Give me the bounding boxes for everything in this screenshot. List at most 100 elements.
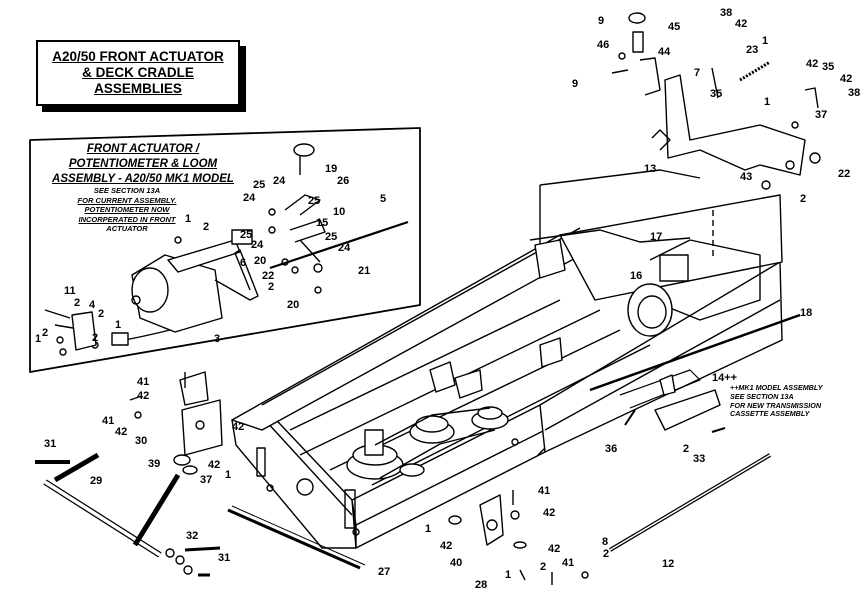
part-label: 24: [273, 175, 286, 187]
part-label: 42: [232, 421, 244, 433]
title-line-3: ASSEMBLIES: [94, 81, 182, 96]
part-label: 42: [137, 390, 149, 402]
part-label: 24: [251, 239, 264, 251]
part-label: 25: [240, 229, 252, 241]
part-label: 2: [203, 221, 209, 233]
part-label: 11: [64, 285, 76, 297]
part-label: 23: [746, 44, 758, 56]
part-label: 21: [358, 265, 370, 277]
part-label: 1: [185, 213, 191, 225]
part-label: 42: [548, 543, 560, 555]
part-label: 9: [598, 15, 604, 27]
part-label: 6: [240, 257, 246, 269]
inset-title: FRONT ACTUATOR / POTENTIOMETER & LOOM AS…: [38, 142, 248, 187]
part-label: 2: [92, 332, 98, 344]
part-label: 31: [218, 552, 230, 564]
part-label: 1: [762, 35, 768, 47]
part-label: 42: [735, 18, 747, 30]
part-label: 7: [694, 67, 700, 79]
part-label: 38: [720, 7, 732, 19]
part-label: 46: [597, 39, 609, 51]
part-label: 4: [89, 299, 96, 311]
part-number-labels: 9 45 46 44 9 7 35 38 42 1 23 42 35 42 38…: [35, 7, 860, 591]
part-label: 2: [800, 193, 806, 205]
mk1-note: ++MK1 MODEL ASSEMBLY SEE SECTION 13A FOR…: [730, 383, 823, 419]
part-label: 2: [74, 297, 80, 309]
part-label: 1: [35, 333, 41, 345]
mk1-note-line-4: CASSETTE ASSEMBLY: [730, 409, 810, 419]
inset-title-line-2: POTENTIOMETER & LOOM: [68, 158, 218, 170]
transmission-pulleys: [346, 283, 673, 480]
deck-cradle-links: [35, 371, 366, 577]
part-label: 3: [214, 333, 220, 345]
part-label: 22: [838, 168, 850, 180]
part-label: 42: [115, 426, 127, 438]
mk1-note-line-2: SEE SECTION 13A: [730, 391, 794, 401]
part-label: 2: [540, 561, 546, 573]
part-label: 1: [225, 469, 231, 481]
part-label: 16: [630, 270, 642, 282]
part-label: 43: [740, 171, 752, 183]
part-label: 40: [450, 557, 462, 569]
title-line-2: & DECK CRADLE: [82, 65, 194, 80]
part-label: 42: [543, 507, 555, 519]
part-label: 25: [253, 179, 265, 191]
part-label: 33: [693, 453, 705, 465]
part-label: 29: [90, 475, 102, 487]
part-label: 28: [475, 579, 487, 591]
chassis-frame: [231, 169, 783, 549]
part-label: 1: [505, 569, 511, 581]
part-label: 27: [378, 566, 390, 578]
part-label: 36: [605, 443, 617, 455]
mk1-note-line-1: ++MK1 MODEL ASSEMBLY: [730, 383, 823, 392]
part-label: 2: [268, 281, 274, 293]
part-label: 45: [668, 21, 680, 33]
part-label: 14++: [712, 372, 737, 384]
part-label: 41: [137, 376, 149, 388]
inset-note-line-4: INCORPERATED IN FRONT: [78, 214, 176, 224]
inset-note-line-5: ACTUATOR: [106, 224, 148, 233]
part-label: 8: [602, 536, 608, 548]
mk1-note-line-3: FOR NEW TRANSMISSION: [730, 400, 822, 410]
part-label: 13: [644, 163, 656, 175]
inset-note-line-3: POTENTIOMETER NOW: [84, 205, 170, 214]
part-label: 19: [325, 163, 337, 175]
part-label: 35: [822, 61, 834, 73]
part-label: 31: [44, 438, 56, 450]
part-label: 24: [338, 242, 351, 254]
part-label: 42: [208, 459, 220, 471]
part-label: 37: [200, 474, 212, 486]
part-label: 2: [683, 443, 689, 455]
title-line-1: A20/50 FRONT ACTUATOR: [52, 49, 224, 64]
part-label: 15: [316, 217, 328, 229]
inset-title-line-1: FRONT ACTUATOR /: [86, 143, 200, 155]
inset-note: SEE SECTION 13A FOR CURRENT ASSEMBLY. PO…: [42, 186, 212, 234]
part-label: 32: [186, 530, 198, 542]
part-label: 18: [800, 307, 812, 319]
part-label: 12: [662, 558, 674, 570]
part-label: 41: [102, 415, 114, 427]
inset-note-line-1: SEE SECTION 13A: [93, 186, 161, 195]
part-label: 42: [806, 58, 818, 70]
inset-note-line-2: FOR CURRENT ASSEMBLY.: [77, 195, 177, 205]
part-label: 20: [254, 255, 266, 267]
part-label: 38: [848, 87, 860, 99]
part-label: 5: [380, 193, 386, 205]
part-label: 25: [308, 195, 320, 207]
right-front-parts: [448, 313, 801, 585]
part-label: 10: [333, 206, 345, 218]
part-label: 35: [710, 88, 722, 100]
part-label: 20: [287, 299, 299, 311]
part-label: 17: [650, 231, 662, 243]
part-label: 22: [262, 270, 274, 282]
inset-title-line-3: ASSEMBLY - A20/50 MK1 MODEL: [52, 173, 234, 185]
diagram-title-box: A20/50 FRONT ACTUATOR & DECK CRADLE ASSE…: [36, 40, 240, 106]
part-label: 41: [538, 485, 550, 497]
part-label: 42: [840, 73, 852, 85]
part-label: 42: [440, 540, 452, 552]
part-label: 44: [658, 46, 671, 58]
part-label: 1: [115, 319, 121, 331]
part-label: 1: [764, 96, 770, 108]
part-label: 25: [325, 231, 337, 243]
